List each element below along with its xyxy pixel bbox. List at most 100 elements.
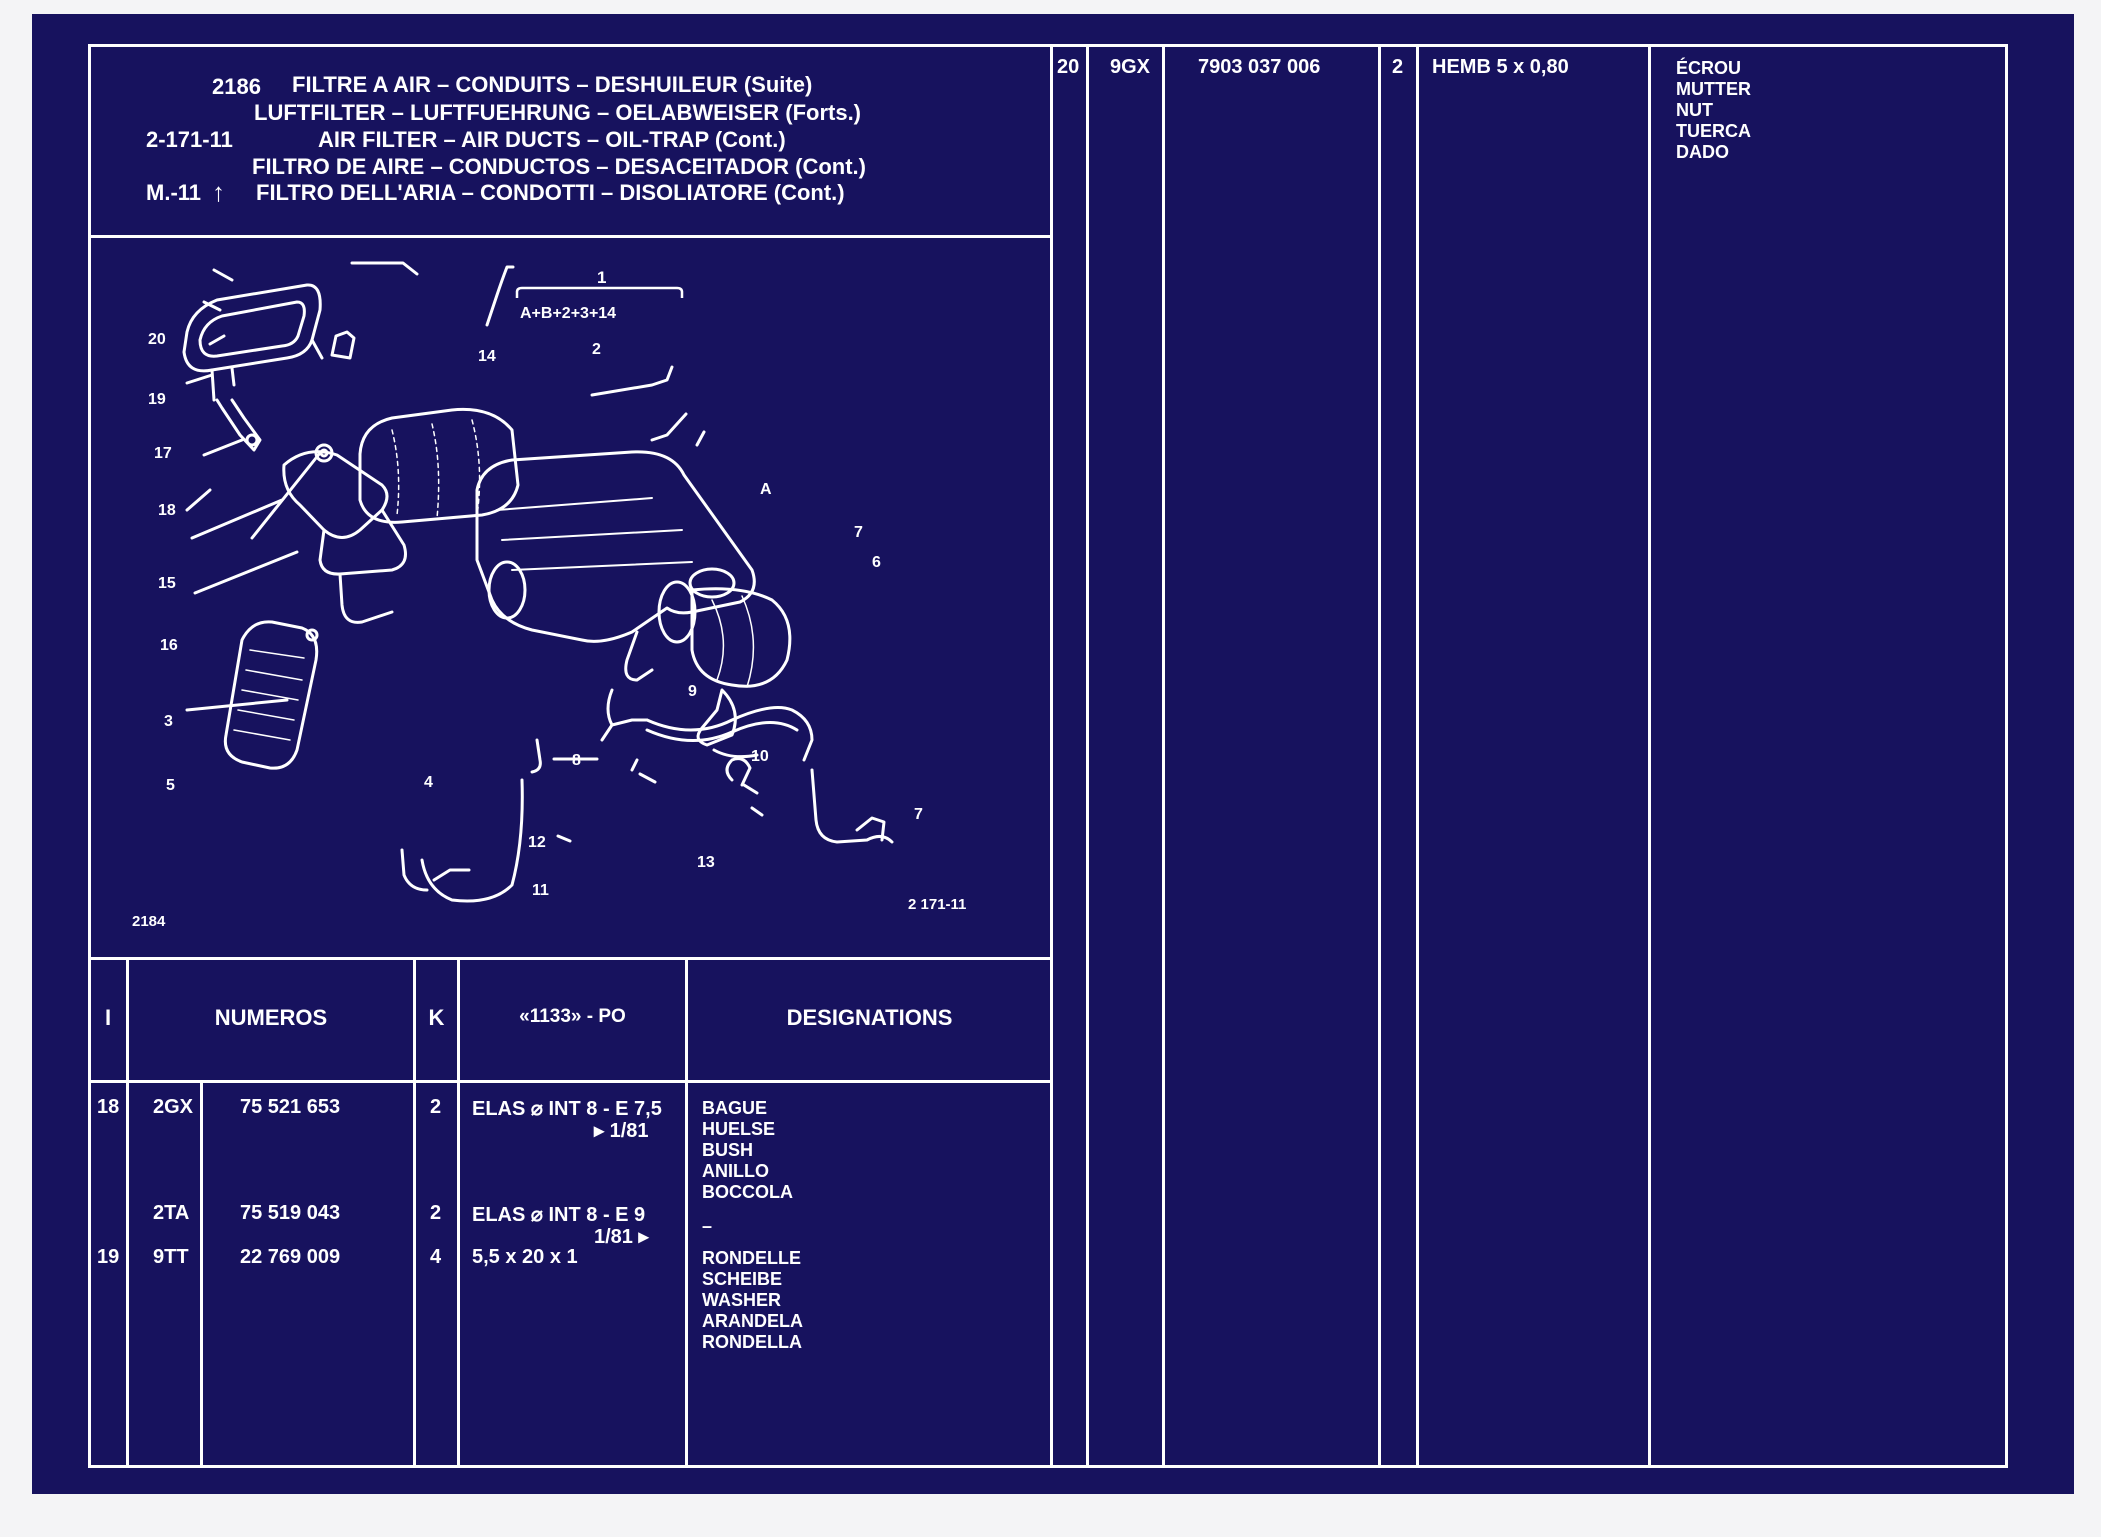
group-label: 1	[597, 268, 606, 287]
designation-line: ANILLO	[702, 1161, 769, 1181]
row-2ta-designations: –	[702, 1216, 712, 1237]
designation-line: TUERCA	[1676, 121, 1751, 141]
designation-line: BUSH	[702, 1140, 754, 1160]
row-2ta-code: 2TA	[153, 1202, 190, 1224]
row-18-spec: ELAS ⌀ INT 8 - E 7,5	[472, 1098, 662, 1120]
callout-3: 3	[164, 713, 173, 730]
row-20-k: 2	[1392, 56, 1404, 78]
designation-line: ÉCROU	[1676, 58, 1742, 78]
hose-6	[690, 587, 792, 688]
callout-7: 7	[854, 524, 863, 541]
col-line	[1378, 44, 1381, 1468]
callout-19: 19	[148, 391, 166, 408]
callout-17: 17	[154, 445, 172, 462]
callout-16: 16	[160, 637, 178, 654]
designation-line: WASHER	[702, 1290, 782, 1310]
col-line	[1086, 44, 1089, 1468]
col-line	[126, 957, 129, 1468]
designation-line: RONDELLA	[702, 1332, 802, 1352]
row-19-number: 22 769 009	[240, 1246, 341, 1268]
col-line	[1162, 44, 1165, 1468]
title-english: AIR FILTER – AIR DUCTS – OIL-TRAP (Cont.…	[318, 127, 786, 152]
designation-line: SCHEIBE	[702, 1269, 783, 1289]
divider-header	[88, 235, 1051, 238]
breather-hose-11	[420, 778, 524, 903]
col-line	[413, 957, 416, 1468]
callout-4: 4	[424, 774, 433, 791]
row-18-number: 75 521 653	[240, 1096, 341, 1118]
callout-11: 11	[532, 882, 549, 899]
callout-9: 9	[688, 683, 697, 700]
callout-18: 18	[158, 502, 176, 519]
callout-14: 14	[478, 348, 496, 365]
callout-20: 20	[148, 331, 166, 348]
col-line	[1416, 44, 1419, 1468]
row-2ta-spec-date: 1/81 ▸	[594, 1226, 649, 1248]
figure-number: 2184	[132, 913, 166, 930]
callout-13: 13	[697, 854, 715, 871]
row-2ta-number: 75 519 043	[240, 1202, 341, 1224]
title-spanish: FILTRO DE AIRE – CONDUCTOS – DESACEITADO…	[252, 154, 866, 179]
row-2ta-k: 2	[430, 1202, 442, 1224]
title-italian: FILTRO DELL'ARIA – CONDOTTI – DISOLIATOR…	[256, 180, 845, 205]
breather-hose-10	[645, 706, 814, 762]
row-18-item: 18	[97, 1096, 120, 1118]
col-header-i: I	[104, 1005, 112, 1030]
blueprint-sheet	[32, 14, 2074, 1494]
callout-15: 15	[158, 575, 176, 592]
col-line	[457, 957, 460, 1468]
intake-elbow-3	[282, 450, 389, 539]
designation-line: RONDELLE	[702, 1248, 801, 1268]
col-line	[1050, 44, 1053, 1468]
designation-line: BAGUE	[702, 1098, 768, 1118]
arrow-up-icon: ↑	[212, 177, 225, 207]
row-19-k: 4	[430, 1246, 442, 1268]
row-19-item: 19	[97, 1246, 120, 1268]
row-20-spec: HEMB 5 x 0,80	[1432, 56, 1569, 78]
row-18-k: 2	[430, 1096, 442, 1118]
divider-diagram	[88, 957, 1051, 960]
col-line	[1648, 44, 1651, 1468]
row-18-designations: BAGUE HUELSE BUSH ANILLO BOCCOLA	[702, 1098, 793, 1203]
group-formula: A+B+2+3+14	[520, 305, 616, 322]
callout-7b: 7	[914, 806, 923, 823]
page-frame	[88, 44, 2008, 1468]
figure-reference: 2 171-11	[908, 896, 966, 913]
designation-line: MUTTER	[1676, 79, 1751, 99]
header-code: 2186	[212, 74, 261, 99]
divider-table-header	[88, 1080, 1051, 1083]
callout-2: 2	[592, 341, 601, 358]
title-german: LUFTFILTER – LUFTFUEHRUNG – OELABWEISER …	[254, 100, 862, 125]
col-header-ref: «1133» - PO	[519, 1006, 626, 1027]
filter-element	[358, 407, 520, 524]
col-header-numeros: NUMEROS	[214, 1005, 328, 1030]
row-19-code: 9TT	[153, 1246, 189, 1268]
designation-line: BOCCOLA	[702, 1182, 793, 1202]
exploded-parts-diagram: 1 A+B+2+3+14 B 20 19 17 18 15 16 3 5 14 …	[132, 261, 966, 930]
designation-line: NUT	[1676, 100, 1713, 120]
callout-6: 6	[872, 554, 881, 571]
row-20-number: 7903 037 006	[1198, 56, 1321, 78]
row-20-designations: ÉCROU MUTTER NUT TUERCA DADO	[1676, 58, 1751, 163]
row-2ta-spec: ELAS ⌀ INT 8 - E 9	[472, 1204, 646, 1226]
callout-10: 10	[751, 748, 769, 765]
title-french: FILTRE A AIR – CONDUITS – DESHUILEUR (Su…	[292, 72, 813, 97]
designation-line: DADO	[1676, 142, 1729, 162]
callout-12: 12	[528, 834, 546, 851]
col-header-k: K	[428, 1005, 445, 1030]
col-header-designations: DESIGNATIONS	[786, 1005, 953, 1030]
row-18-code: 2GX	[153, 1096, 194, 1118]
callout-8: 8	[572, 752, 581, 769]
row-19-spec: 5,5 x 20 x 1	[472, 1246, 578, 1268]
designation-line: HUELSE	[702, 1119, 776, 1139]
header-ref: 2-171-11	[146, 127, 233, 152]
designation-line: –	[702, 1216, 713, 1236]
callout-5: 5	[166, 777, 175, 794]
header-model: M.-11	[146, 180, 202, 205]
row-20-item: 20	[1057, 56, 1080, 78]
corrugated-hose-5	[223, 620, 319, 770]
col-line	[200, 1080, 203, 1468]
row-20-code: 9GX	[1110, 56, 1151, 78]
row-19-designations: RONDELLE SCHEIBE WASHER ARANDELA RONDELL…	[702, 1248, 803, 1353]
col-line	[685, 957, 688, 1468]
